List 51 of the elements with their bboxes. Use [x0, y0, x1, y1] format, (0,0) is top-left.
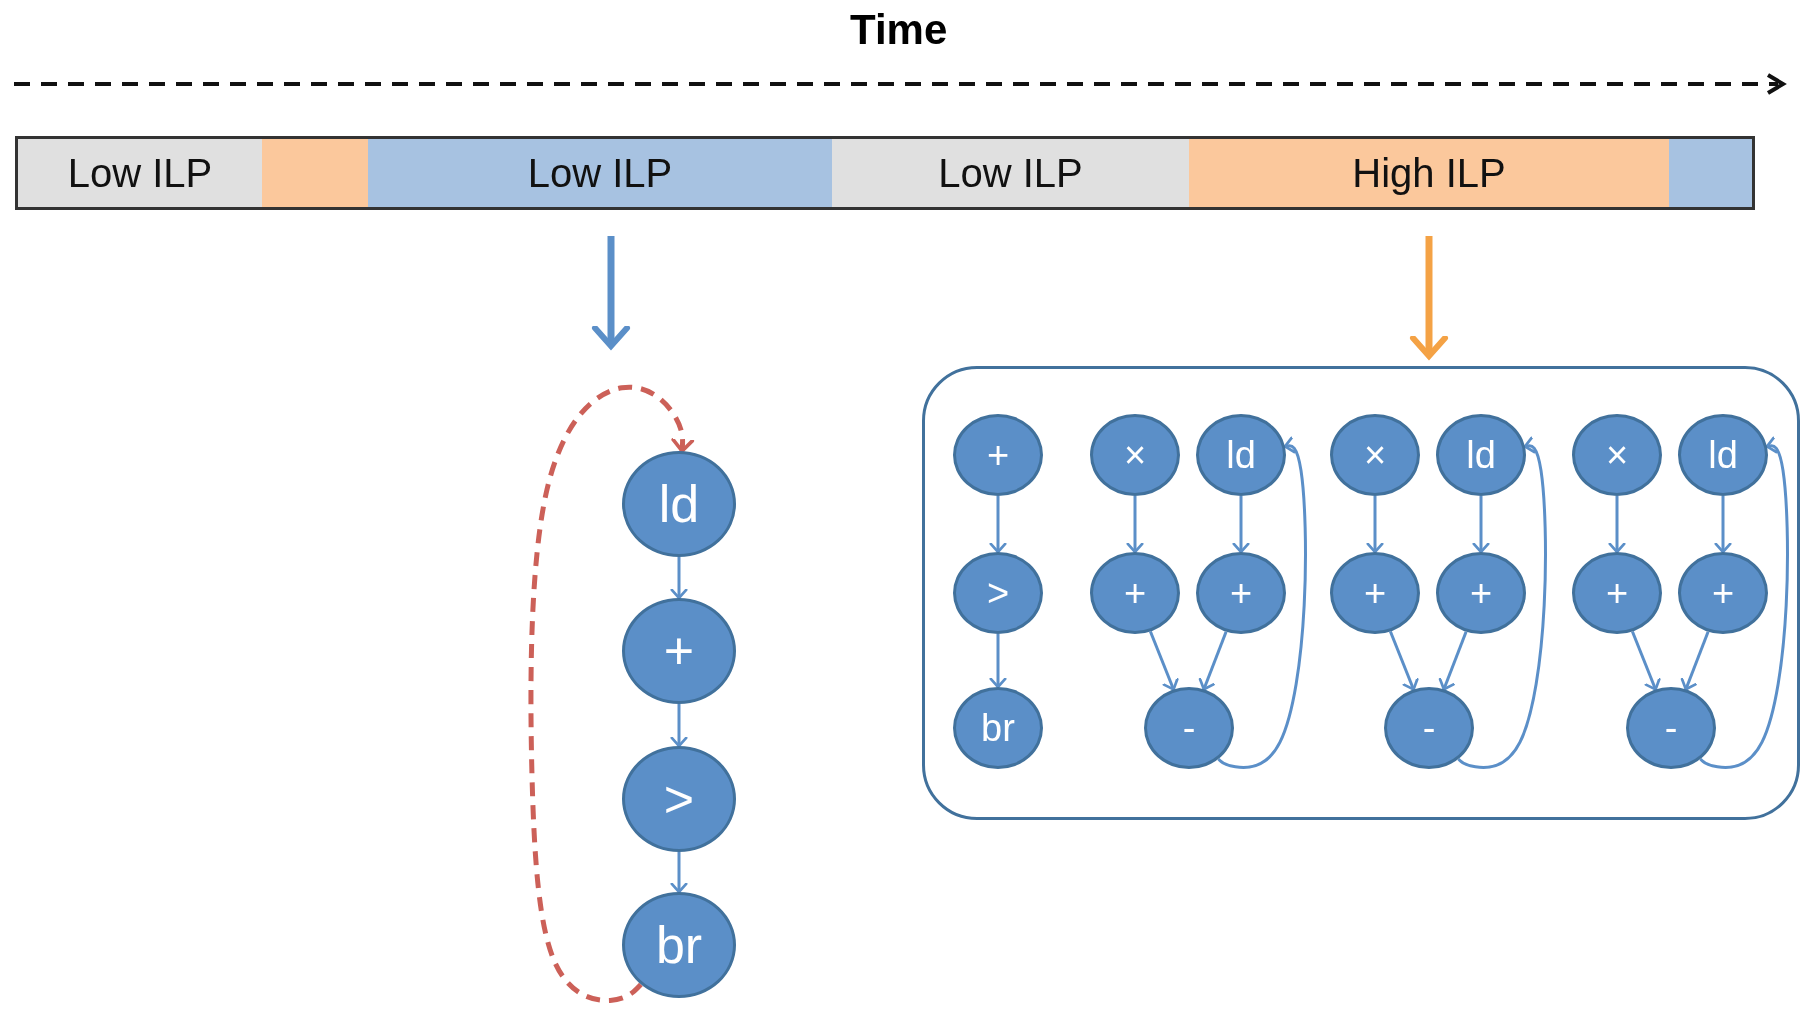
arrow: [1699, 436, 1789, 770]
operation-circle: -: [1144, 687, 1234, 769]
arrow: [1198, 631, 1228, 691]
arrow: [1217, 436, 1307, 770]
arrow: [1366, 496, 1384, 554]
operation-circle: +: [1090, 552, 1180, 634]
operation-circle: +: [1436, 552, 1526, 634]
arrow: [670, 557, 688, 600]
timeline-segment: Low ILP: [832, 136, 1189, 210]
timeline-segment: [262, 136, 368, 210]
arrow: [670, 704, 688, 748]
operation-circle: ×: [1330, 414, 1420, 496]
operation-circle: ld: [1678, 414, 1768, 496]
arrow: [1631, 630, 1661, 691]
operation-circle: ×: [1090, 414, 1180, 496]
arrow: [1232, 496, 1250, 554]
arrow: [1126, 496, 1144, 554]
arrow: [1608, 496, 1626, 554]
operation-circle: +: [1678, 552, 1768, 634]
arrow: [670, 852, 688, 894]
operation-circle: -: [1384, 687, 1474, 769]
arrow: [528, 384, 695, 1003]
arrow: [1457, 436, 1547, 770]
arrow: [989, 634, 1007, 689]
timeline-segment: [1669, 136, 1755, 210]
operation-circle: +: [1330, 552, 1420, 634]
operation-circle: ld: [622, 451, 736, 557]
dataflow-group-box: [922, 366, 1800, 820]
operation-circle: ×: [1572, 414, 1662, 496]
operation-circle: ld: [1436, 414, 1526, 496]
operation-circle: >: [622, 746, 736, 852]
axis-title: Time: [850, 6, 948, 54]
operation-circle: +: [1196, 552, 1286, 634]
arrow: [1389, 630, 1419, 691]
arrow: [989, 496, 1007, 554]
arrow: [1149, 630, 1179, 691]
timeline-segment: Low ILP: [368, 136, 832, 210]
operation-circle: br: [953, 687, 1043, 769]
arrow: [1714, 496, 1732, 554]
arrow: [1472, 496, 1490, 554]
operation-circle: -: [1626, 687, 1716, 769]
arrow: [1438, 631, 1468, 691]
operation-circle: br: [622, 892, 736, 998]
arrow: [1680, 631, 1710, 691]
operation-circle: >: [953, 552, 1043, 634]
operation-circle: ld: [1196, 414, 1286, 496]
operation-circle: +: [953, 414, 1043, 496]
timeline-segment: High ILP: [1189, 136, 1669, 210]
operation-circle: +: [622, 598, 736, 704]
timeline-segment: Low ILP: [15, 136, 262, 210]
operation-circle: +: [1572, 552, 1662, 634]
